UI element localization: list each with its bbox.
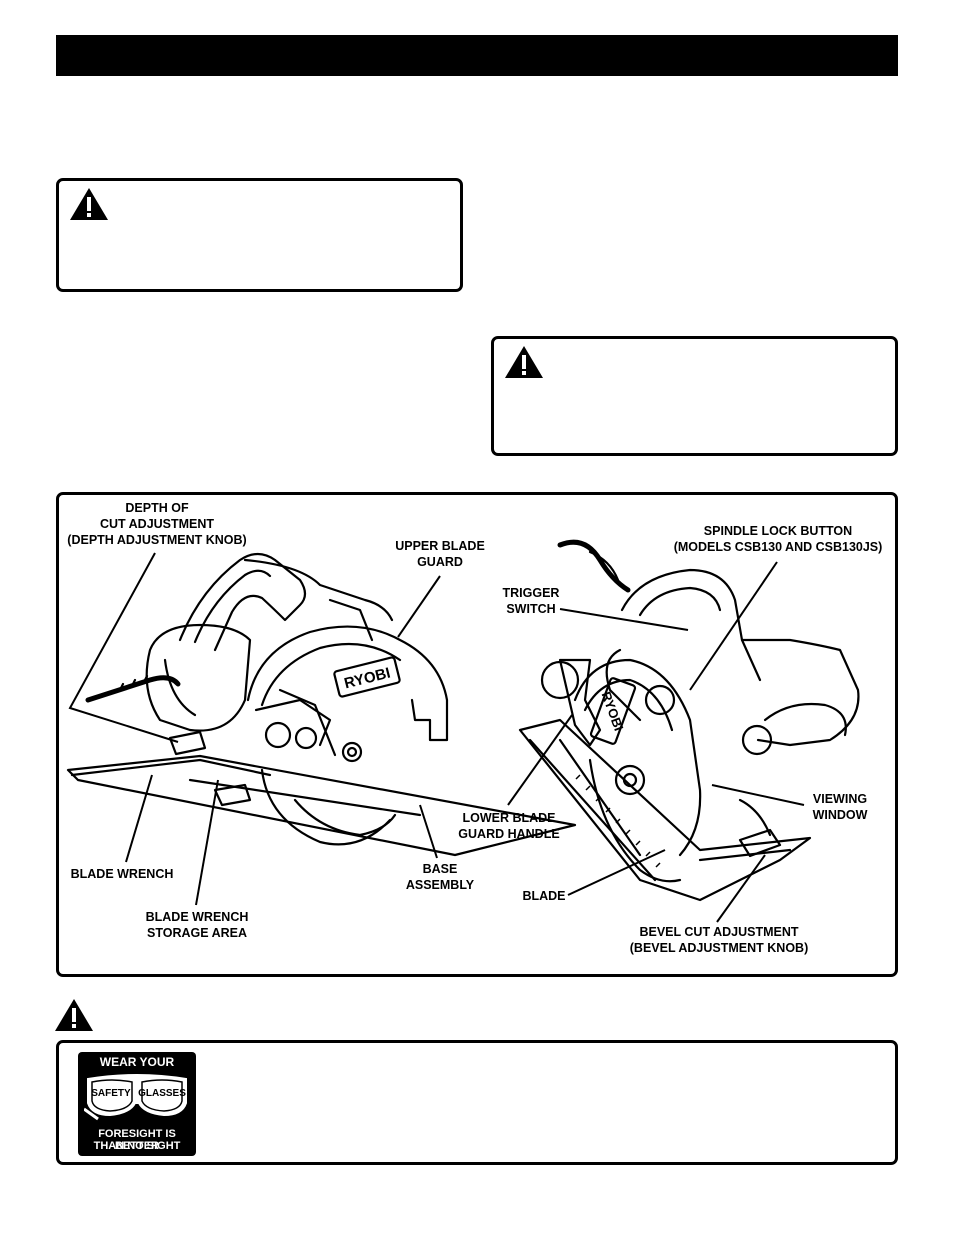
circular-saw-illustration: RYOBI RYOBI <box>66 539 860 923</box>
label-line: WINDOW <box>812 808 868 822</box>
badge-right-lens-text: GLASSES <box>138 1088 186 1099</box>
leader-wrench-storage <box>195 779 219 906</box>
label-line: GUARD HANDLE <box>458 827 560 841</box>
safety-goggles-icon: SAFETY GLASSES <box>84 1074 187 1121</box>
label-blade: BLADE <box>522 889 566 903</box>
label-line: LOWER BLADE <box>462 811 556 825</box>
warning-triangle-icon <box>55 999 93 1031</box>
label-line: TRIGGER <box>502 586 560 600</box>
label-upper-blade-guard: UPPER BLADE GUARD <box>385 538 495 570</box>
leader-bevel <box>716 854 766 923</box>
badge-left-lens-text: SAFETY <box>91 1088 131 1099</box>
label-line: BEVEL CUT ADJUSTMENT <box>639 925 799 939</box>
safety-glasses-box <box>56 1040 898 1165</box>
figure-box <box>56 492 898 977</box>
label-line: BASE <box>422 862 458 876</box>
leader-blade <box>567 849 666 896</box>
label-line: (BEVEL ADJUSTMENT KNOB) <box>629 941 809 955</box>
label-line: BLADE WRENCH <box>145 910 249 924</box>
label-line: (MODELS CSB130 AND CSB130JS) <box>673 540 883 554</box>
label-line: SWITCH <box>506 602 556 616</box>
leader-upper-guard <box>397 575 441 638</box>
badge-bottom-text-2: THAN NO SIGHT <box>93 1140 181 1152</box>
label-viewing-window: VIEWING WINDOW <box>802 791 878 823</box>
label-line: DEPTH OF <box>125 501 189 515</box>
warning-triangle-icon <box>505 346 543 378</box>
brand-logo-right: RYOBI <box>599 689 627 732</box>
leader-trigger <box>559 608 689 631</box>
leader-spindle <box>689 561 778 691</box>
label-trigger-switch: TRIGGER SWITCH <box>493 585 569 617</box>
label-spindle-lock: SPINDLE LOCK BUTTON (MODELS CSB130 AND C… <box>662 523 894 555</box>
label-line: ASSEMBLY <box>405 878 475 892</box>
label-line: (DEPTH ADJUSTMENT KNOB) <box>67 533 247 547</box>
label-line: STORAGE AREA <box>146 926 247 940</box>
leader-lower-guard <box>507 714 573 806</box>
wear-safety-glasses-badge: WEAR YOUR SAFETY GLASSES FORESIGHT IS BE… <box>78 1052 196 1156</box>
label-blade-wrench-storage: BLADE WRENCH STORAGE AREA <box>137 909 257 941</box>
label-line: CUT ADJUSTMENT <box>99 517 215 531</box>
leader-base <box>419 804 438 859</box>
warning-triangle-icon <box>70 188 108 220</box>
header-bar <box>56 35 898 76</box>
badge-top-text: WEAR YOUR <box>99 1055 175 1069</box>
warning-box-2 <box>491 336 898 456</box>
label-line: SPINDLE LOCK BUTTON <box>703 524 853 538</box>
label-base-assembly: BASE ASSEMBLY <box>395 861 485 893</box>
label-lower-blade-guard-handle: LOWER BLADE GUARD HANDLE <box>450 810 568 842</box>
label-blade-wrench: BLADE WRENCH <box>70 867 174 881</box>
warning-box-1 <box>56 178 463 292</box>
label-line: VIEWING <box>812 792 868 806</box>
label-depth-adjustment: DEPTH OF CUT ADJUSTMENT (DEPTH ADJUSTMEN… <box>62 500 252 548</box>
leader-blade-wrench <box>125 774 153 863</box>
badge-bottom-text-1: FORESIGHT IS BETTER <box>98 1128 176 1152</box>
label-bevel-adjustment: BEVEL CUT ADJUSTMENT (BEVEL ADJUSTMENT K… <box>612 924 826 956</box>
label-line: GUARD <box>417 555 463 569</box>
leader-viewing <box>711 784 805 806</box>
label-line: UPPER BLADE <box>395 539 485 553</box>
leader-depth <box>68 552 179 743</box>
